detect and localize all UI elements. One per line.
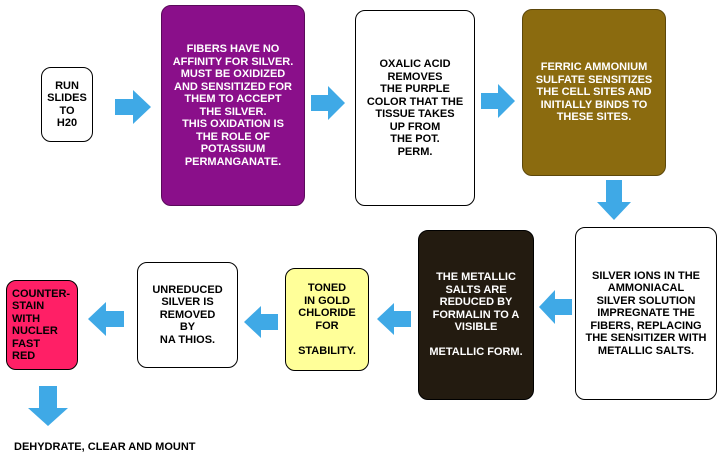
step-ferric-ammonium-sulfate: FERRIC AMMONIUM SULFATE SENSITIZES THE C… [522,9,666,176]
step-nuclear-fast-red: COUNTER- STAIN WITH NUCLER FAST RED [6,280,78,370]
arrow-right-icon [481,84,515,118]
arrow-right-icon [115,90,151,124]
arrow-down-icon [597,180,631,220]
step-potassium-permanganate-oxidation: FIBERS HAVE NO AFFINITY FOR SILVER. MUST… [161,5,305,206]
arrow-left-icon [377,303,411,335]
step-run-slides-to-h2o: RUN SLIDES TO H20 [41,67,93,142]
arrow-left-icon [88,302,124,336]
arrow-left-icon [244,306,278,338]
final-step-caption: DEHYDRATE, CLEAR AND MOUNT [14,441,196,453]
arrow-left-icon [539,290,572,324]
arrow-down-icon [28,386,68,426]
arrow-right-icon [311,86,345,120]
step-gold-chloride-toning: TONED IN GOLD CHLORIDE FOR STABILITY. [285,268,369,371]
step-formalin-reduction: THE METALLIC SALTS ARE REDUCED BY FORMAL… [418,230,534,400]
step-sodium-thiosulfate: UNREDUCED SILVER IS REMOVED BY NA THIOS. [137,262,238,368]
step-oxalic-acid: OXALIC ACID REMOVES THE PURPLE COLOR THA… [355,10,475,206]
step-ammoniacal-silver: SILVER IONS IN THE AMMONIACAL SILVER SOL… [575,227,717,400]
